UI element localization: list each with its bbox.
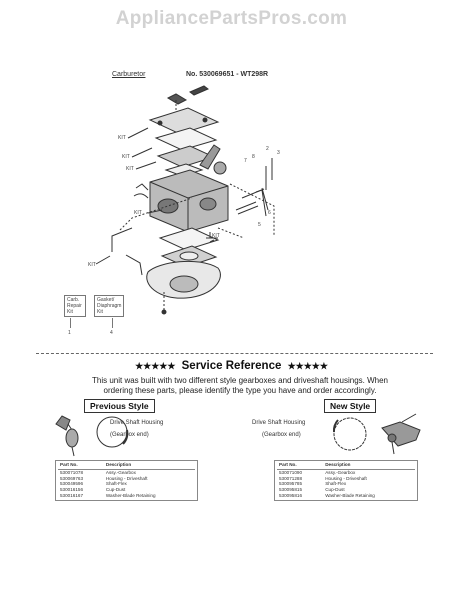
part-description: Shaft-Flex xyxy=(325,481,347,487)
part-number: 530016156 xyxy=(60,487,83,493)
previous-housing-line2: (Gearbox end) xyxy=(110,432,149,438)
previous-gearbox-diagram xyxy=(55,415,129,457)
pump-gasket xyxy=(154,127,218,151)
table-row: 530069763 Housing - Driveshaft xyxy=(58,476,195,482)
kit-box-leader xyxy=(112,318,113,328)
column-header-description: Description xyxy=(323,462,415,470)
part-number: 530095816 xyxy=(279,492,302,498)
pump-cover xyxy=(148,107,220,135)
site-watermark: AppliancePartsPros.com xyxy=(115,8,348,29)
previous-housing-line1: Drive Shaft Housing xyxy=(110,420,164,426)
service-reference-title: ★★★★★ Service Reference ★★★★★ xyxy=(0,360,463,372)
table-row: 530049596 Shaft-Flex xyxy=(58,481,195,487)
column-header-part: Part No. xyxy=(58,462,104,470)
top-fitting xyxy=(189,85,209,96)
kit-label: KIT xyxy=(88,262,96,268)
part-number: 530071078 xyxy=(60,469,83,475)
kit-label: KIT xyxy=(122,154,130,160)
service-instructions-line2: ordering these parts, please identify th… xyxy=(103,386,377,395)
column-header-part: Part No. xyxy=(277,462,324,470)
new-parts-table: Part No. Description 530071090 Assy.-Gear… xyxy=(274,460,418,501)
kit-label: KIT xyxy=(212,233,220,239)
carburetor-exploded-diagram xyxy=(95,85,275,315)
part-description: Shaft-Flex xyxy=(105,481,127,487)
part-number: 530095785 xyxy=(279,481,302,487)
previous-parts-table: Part No. Description 530071078 Assy.-Gear… xyxy=(55,460,198,501)
part-description: Assy.-Gearbox xyxy=(325,469,356,475)
new-style-label: New Style xyxy=(324,399,377,413)
part-number: 530071288 xyxy=(279,475,302,481)
diagram-title: Carburetor xyxy=(112,71,146,78)
part-description: Cup-Dust xyxy=(325,487,345,493)
callout-number: 7 xyxy=(244,158,247,164)
callout-number: 8 xyxy=(252,154,255,160)
new-gearbox-diagram xyxy=(332,413,421,455)
top-screw xyxy=(166,93,188,105)
table-row: 530071090 Assy.-Gearbox xyxy=(277,469,415,475)
throttle-lever xyxy=(199,144,221,170)
part-number: 530016167 xyxy=(60,492,83,498)
carb-repair-kit-box: Carb. Repair Kit xyxy=(64,295,86,317)
diagram-part-number: No. 530069651 - WT298R xyxy=(186,71,269,78)
part-description: Cup-Dust xyxy=(105,487,126,493)
part-number: 530095815 xyxy=(279,487,302,493)
previous-style-label: Previous Style xyxy=(84,399,155,413)
service-title-text: Service Reference xyxy=(181,360,282,372)
table-row: 530095785 Shaft-Flex xyxy=(277,481,415,487)
table-row: 530071078 Assy.-Gearbox xyxy=(58,469,195,475)
part-number: 530071090 xyxy=(279,469,302,475)
new-housing-line1: Drive Shaft Housing xyxy=(252,420,306,426)
kit-box-number: 4 xyxy=(110,330,113,336)
part-description: Assy.-Gearbox xyxy=(105,469,136,475)
part-number: 530069763 xyxy=(60,475,83,481)
table-row: 530095816 Washer-Blade Retaining xyxy=(277,493,415,499)
callout-number: 2 xyxy=(266,146,269,152)
part-description: Housing - Driveshaft xyxy=(325,475,367,481)
kit-label: KIT xyxy=(118,135,126,141)
kit-label: KIT xyxy=(126,166,134,172)
part-description: Washer-Blade Retaining xyxy=(105,492,156,498)
column-header-description: Description xyxy=(103,462,195,470)
new-housing-line2: (Gearbox end) xyxy=(262,432,301,438)
gasket-diaphragm-kit-box: Gasket/ Diaphragm Kit xyxy=(94,295,124,317)
part-description: Washer-Blade Retaining xyxy=(325,492,375,498)
table-row: 530016156 Cup-Dust xyxy=(58,487,195,493)
adjusting-needle xyxy=(235,201,259,215)
table-row: 530095815 Cup-Dust xyxy=(277,487,415,493)
callout-number: 6 xyxy=(268,210,271,216)
service-instructions-line1: This unit was built with two different s… xyxy=(91,376,388,385)
table-row: 530071288 Housing - Driveshaft xyxy=(277,476,415,482)
kit-label: KIT xyxy=(134,210,142,216)
part-number: 530049596 xyxy=(60,481,83,487)
kit-box-number: 1 xyxy=(68,330,71,336)
callout-number: 5 xyxy=(258,222,261,228)
callout-number: 3 xyxy=(277,150,280,156)
section-divider xyxy=(36,353,433,354)
table-row: 530016167 Washer-Blade Retaining xyxy=(58,493,195,499)
stars-right: ★★★★★ xyxy=(287,361,328,371)
carburetor-body xyxy=(149,169,229,233)
metering-gasket xyxy=(158,227,220,251)
part-description: Housing - Driveshaft xyxy=(105,475,148,481)
stars-left: ★★★★★ xyxy=(135,361,176,371)
kit-box-leader xyxy=(70,318,71,328)
